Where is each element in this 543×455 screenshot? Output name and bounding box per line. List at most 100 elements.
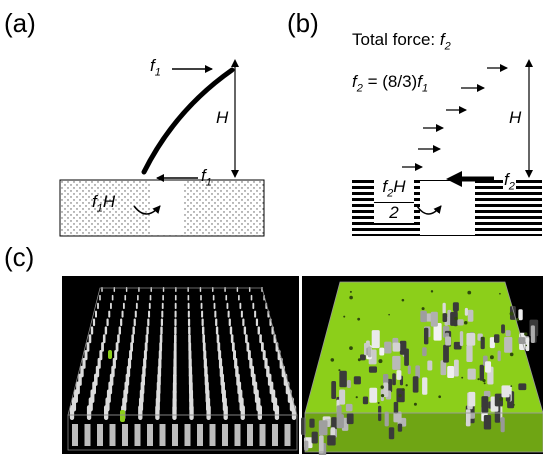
pillar — [103, 405, 109, 420]
collapsed-pillar — [467, 368, 476, 380]
pillar — [223, 405, 228, 420]
surface-speck — [338, 369, 341, 372]
pillar — [111, 294, 114, 301]
collapsed-pillar — [383, 382, 389, 397]
pillar — [233, 350, 237, 361]
pillar — [90, 326, 94, 335]
total-force-label: Total force: f2 — [352, 30, 451, 53]
pillar — [242, 318, 245, 327]
surface-speck — [499, 397, 503, 401]
collapsed-pillar — [379, 347, 385, 356]
surface-speck — [405, 384, 408, 387]
collapsed-pillar — [505, 330, 511, 337]
pillar — [132, 326, 135, 335]
surface-speck — [401, 388, 405, 392]
surface-speck — [330, 358, 335, 362]
surface-speck — [483, 382, 486, 385]
collapsed-pillar — [457, 319, 464, 326]
surface-speck — [513, 404, 515, 406]
pillar — [88, 334, 92, 344]
collapsed-pillar — [525, 337, 530, 352]
pillar — [148, 310, 151, 318]
surface-speck — [482, 378, 486, 383]
pillar — [291, 405, 297, 420]
pillar — [240, 405, 245, 420]
pillar — [247, 350, 251, 361]
surface-speck — [421, 307, 425, 311]
collapsed-pillar — [397, 423, 403, 432]
surface-speck — [454, 316, 458, 321]
pillar — [230, 334, 234, 344]
collapsed-pillar — [483, 414, 492, 430]
pillar — [261, 342, 264, 352]
collapsed-pillar — [497, 350, 501, 362]
surface-speck — [463, 320, 468, 325]
pillar — [84, 424, 91, 446]
collapsed-pillar — [422, 377, 428, 395]
pillar — [155, 405, 160, 420]
surface-speck — [467, 290, 472, 295]
surface-speck — [343, 315, 346, 318]
collapsed-pillar — [483, 390, 491, 397]
pillar — [69, 405, 75, 420]
curved-fiber — [141, 67, 235, 175]
collapsed-pillar — [318, 420, 328, 436]
collapsed-pillar — [396, 370, 402, 380]
pillar — [72, 424, 78, 446]
collapsed-pillar — [336, 414, 344, 429]
collapsed-pillar — [388, 427, 395, 440]
pillar — [187, 302, 190, 310]
pillar — [264, 357, 268, 369]
surface-speck — [481, 337, 485, 340]
f1-mid-label: f1 — [201, 166, 212, 189]
f2-right-label: f2 — [503, 170, 516, 193]
collapsed-pillar — [447, 365, 455, 378]
collapsed-pillar — [369, 387, 378, 403]
pillar — [122, 424, 128, 446]
collapsed-pillar — [345, 403, 353, 412]
pillar — [217, 342, 221, 352]
pillar — [218, 350, 222, 361]
pillar — [239, 302, 242, 310]
pillar — [213, 302, 216, 310]
torque-arrow — [133, 205, 161, 215]
pillar — [201, 326, 205, 335]
pillar — [101, 342, 104, 352]
pillar — [246, 342, 250, 352]
collapsed-pillar — [422, 347, 427, 357]
collapsed-pillar — [420, 310, 427, 323]
pillar — [173, 350, 177, 361]
pillar — [238, 294, 240, 301]
pillar — [109, 424, 116, 446]
pillar — [206, 405, 211, 420]
collapsed-pillar — [443, 344, 449, 363]
collapsed-pillar — [500, 417, 505, 433]
pillar — [187, 310, 190, 318]
pillar — [188, 334, 191, 344]
pillar — [117, 334, 120, 344]
collapsed-pillar — [362, 396, 369, 405]
pillar — [104, 326, 108, 335]
torque-fraction-b: f2H 2 — [374, 178, 414, 224]
collapsed-pillar — [346, 379, 351, 388]
pillar — [120, 318, 123, 327]
collapsed-pillar — [466, 333, 476, 346]
pillar — [228, 318, 231, 327]
green-marker — [120, 410, 125, 422]
collapsed-pillar — [407, 365, 411, 375]
collapsed-pillar — [467, 309, 474, 322]
collapsed-pillar — [445, 336, 452, 346]
pillar — [184, 424, 191, 446]
surface-speck — [349, 290, 352, 293]
collapsed-pillar — [504, 336, 513, 353]
pillar — [188, 342, 192, 352]
pillar — [135, 302, 138, 310]
collapsed-pillar — [331, 380, 337, 399]
pillar — [84, 350, 88, 361]
pillar — [259, 334, 262, 344]
collapsed-pillar — [392, 355, 401, 370]
collapsed-pillar — [392, 373, 396, 386]
pillar — [172, 405, 177, 420]
pillar — [138, 405, 143, 420]
collapsed-pillar — [427, 360, 433, 371]
